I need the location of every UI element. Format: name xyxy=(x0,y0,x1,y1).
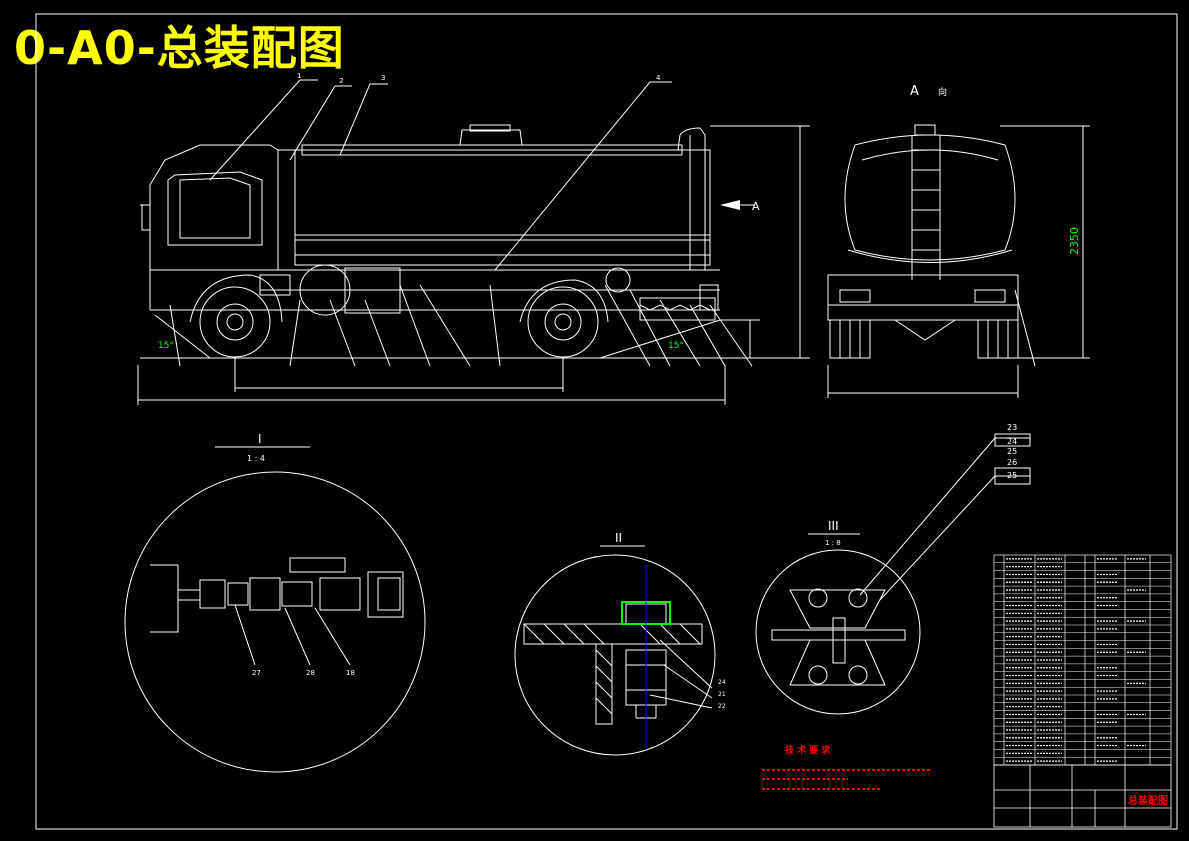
detail-2-part-22: 22 xyxy=(718,703,726,710)
detail-2-part-24: 24 xyxy=(718,679,726,686)
detail-3-part-25a: 25 xyxy=(1007,447,1017,456)
side-view xyxy=(137,79,810,405)
notes-heading: 技 术 要 求 xyxy=(785,744,831,756)
detail-3-part-23: 23 xyxy=(1007,423,1017,432)
detail-1-part-28: 28 xyxy=(306,669,315,677)
title-block-drawing-name: 总装配图 xyxy=(1128,794,1168,807)
title-block xyxy=(993,764,1172,828)
tank-height-dimension: 2350 xyxy=(1068,227,1081,255)
parts-list-entries xyxy=(1006,558,1146,762)
detail-3: III 1 : 8 xyxy=(755,433,1031,715)
part-label-1: 1 xyxy=(297,72,301,80)
angle-front: 15° xyxy=(158,341,174,351)
angle-rear: 15° xyxy=(668,341,684,351)
detail-1-part-27: 27 xyxy=(252,669,261,677)
detail-3-scale: 1 : 8 xyxy=(825,539,841,547)
drawing-border xyxy=(35,13,1178,830)
detail-1-label: I xyxy=(258,432,262,446)
notes-lines xyxy=(762,769,932,790)
drawing-title: 0-A0-总装配图 xyxy=(14,21,345,75)
end-view: A 向 xyxy=(827,84,1090,398)
detail-2: II xyxy=(514,531,716,756)
parts-list-rows xyxy=(994,562,1171,758)
view-a-label: A xyxy=(910,84,919,99)
detail-3-part-25b: 25 xyxy=(1007,471,1017,480)
view-a-arrow: A xyxy=(720,200,760,213)
detail-1-scale: 1 : 4 xyxy=(247,454,265,463)
arrow-a-label: A xyxy=(752,200,760,213)
detail-3-label: III xyxy=(828,519,839,533)
detail-2-part-21: 21 xyxy=(718,691,726,698)
detail-1-part-18: 18 xyxy=(346,669,355,677)
detail-3-part-24: 24 xyxy=(1007,437,1017,446)
part-label-4: 4 xyxy=(656,74,661,82)
part-label-2: 2 xyxy=(339,77,343,85)
parts-list xyxy=(993,554,1172,766)
detail-1: I 1 : 4 xyxy=(124,432,426,773)
detail-3-part-26: 26 xyxy=(1007,458,1017,467)
view-a-suffix: 向 xyxy=(938,86,947,98)
detail-2-label: II xyxy=(615,531,622,545)
part-label-3: 3 xyxy=(381,74,385,82)
